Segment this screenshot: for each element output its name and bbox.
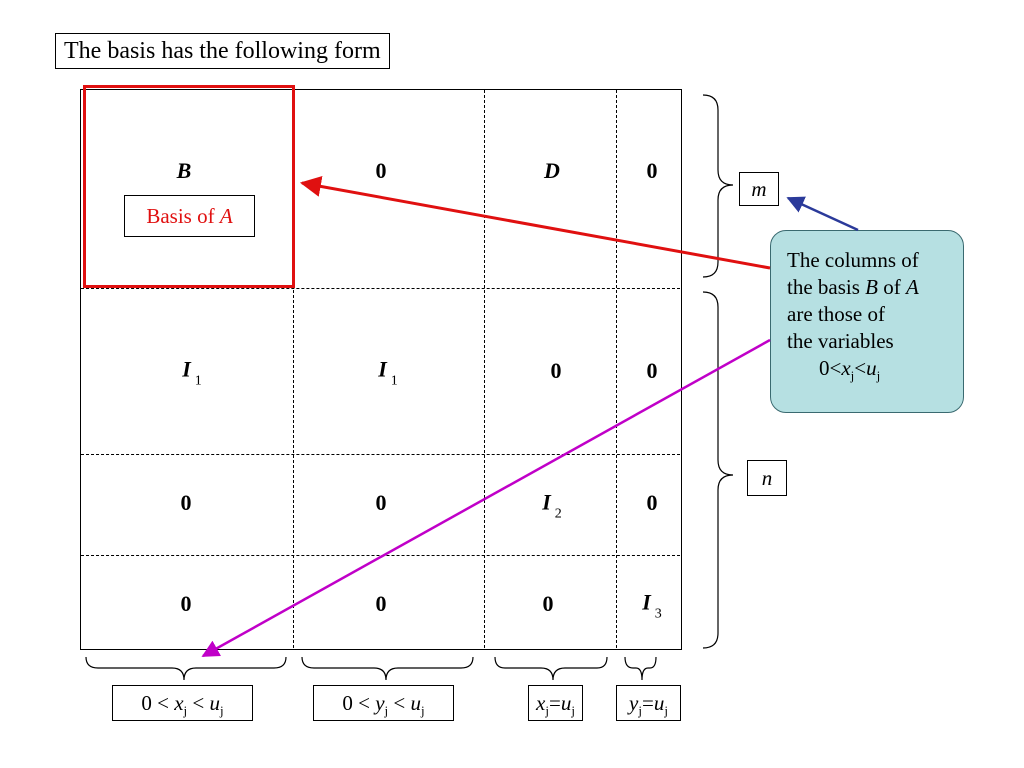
row-divider xyxy=(81,454,680,455)
callout-line: the variables xyxy=(787,329,894,353)
cell-zero: 0 xyxy=(550,358,562,383)
cell-zero: 0 xyxy=(542,591,554,616)
bottom-label-x-range: 0 < xj < uj xyxy=(112,685,253,721)
cell-zero: 0 xyxy=(646,358,658,383)
callout-line: are those of xyxy=(787,302,885,326)
cell-zero: 0 xyxy=(180,591,192,616)
brace-bottom xyxy=(85,656,287,681)
magenta-arrow xyxy=(201,338,771,658)
cell-zero: 0 xyxy=(646,490,658,515)
basis-highlight-box xyxy=(83,85,295,288)
column-divider xyxy=(616,90,617,648)
brace-m xyxy=(702,94,734,278)
brace-n xyxy=(702,291,734,649)
callout-line: The columns of xyxy=(787,248,919,272)
bottom-label-x-upper: xj=uj xyxy=(528,685,583,721)
column-divider xyxy=(484,90,485,648)
callout-line: the basis B of A xyxy=(787,275,919,299)
cell-B: B xyxy=(176,158,192,183)
brace-bottom xyxy=(301,656,474,681)
matrix-frame xyxy=(80,89,682,650)
slide-title: The basis has the following form xyxy=(55,33,390,69)
cell-zero: 0 xyxy=(646,158,658,183)
red-arrow xyxy=(299,176,771,270)
explanation-callout: The columns of the basis B of A are thos… xyxy=(770,230,964,413)
brace-bottom xyxy=(494,656,608,681)
cell-zero: 0 xyxy=(375,490,387,515)
column-divider xyxy=(293,90,294,648)
cell-zero: 0 xyxy=(180,490,192,515)
row-divider xyxy=(81,288,680,289)
bottom-label-y-range: 0 < yj < uj xyxy=(313,685,454,721)
basis-of-a-label: Basis of A xyxy=(124,195,255,237)
cell-zero: 0 xyxy=(375,591,387,616)
bottom-label-y-upper: yj=uj xyxy=(616,685,681,721)
n-label: n xyxy=(747,460,787,496)
cell-zero: 0 xyxy=(375,158,387,183)
brace-bottom xyxy=(624,656,657,681)
m-label: m xyxy=(739,172,779,206)
navy-arrow xyxy=(786,196,859,232)
cell-D: D xyxy=(544,158,560,183)
callout-line: 0<xj<uj xyxy=(819,356,881,383)
row-divider xyxy=(81,555,680,556)
